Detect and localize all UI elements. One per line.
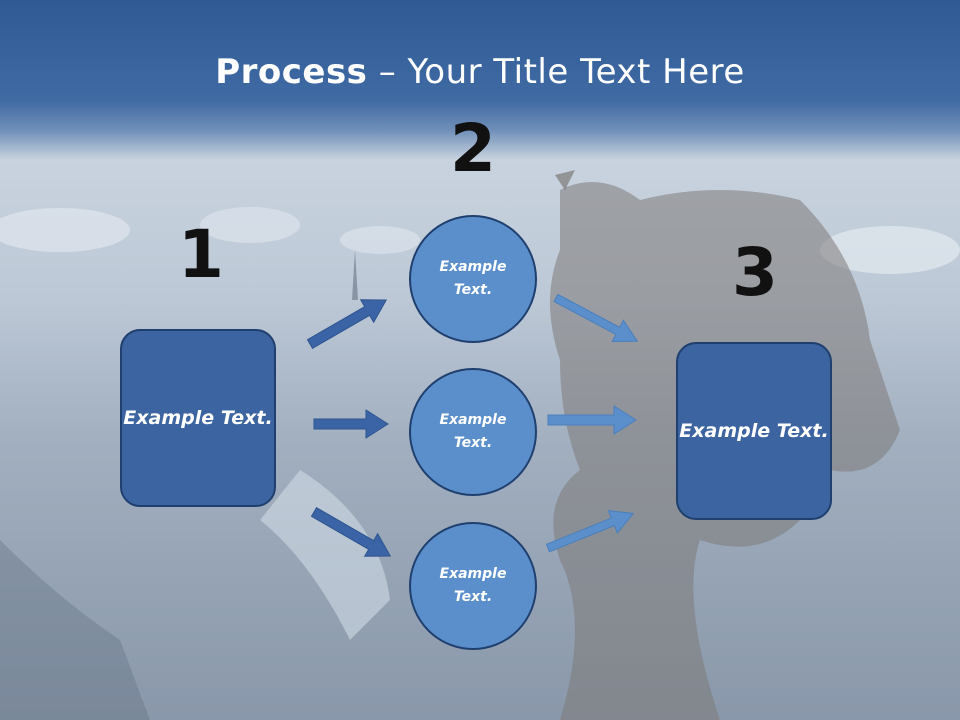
- left-box: Example Text.: [120, 329, 276, 507]
- title-bold: Process: [215, 52, 368, 92]
- step-number-2: 2: [450, 110, 496, 187]
- arrow-bottom-to-right: [545, 510, 635, 553]
- step-number-1: 1: [178, 216, 224, 293]
- title-rest: – Your Title Text Here: [367, 52, 745, 92]
- arrow-left-to-middle: [313, 409, 389, 439]
- arrow-top-to-right: [553, 293, 639, 342]
- circle-top: Example Text.: [409, 215, 537, 343]
- circle-middle: Example Text.: [409, 368, 537, 496]
- arrow-left-to-bottom: [310, 506, 392, 557]
- arrow-middle-to-right: [547, 405, 637, 435]
- right-box: Example Text.: [676, 342, 832, 520]
- step-number-3: 3: [732, 234, 778, 311]
- slide-title: Process – Your Title Text Here: [0, 52, 960, 92]
- arrow-left-to-top: [306, 299, 388, 350]
- circle-bottom: Example Text.: [409, 522, 537, 650]
